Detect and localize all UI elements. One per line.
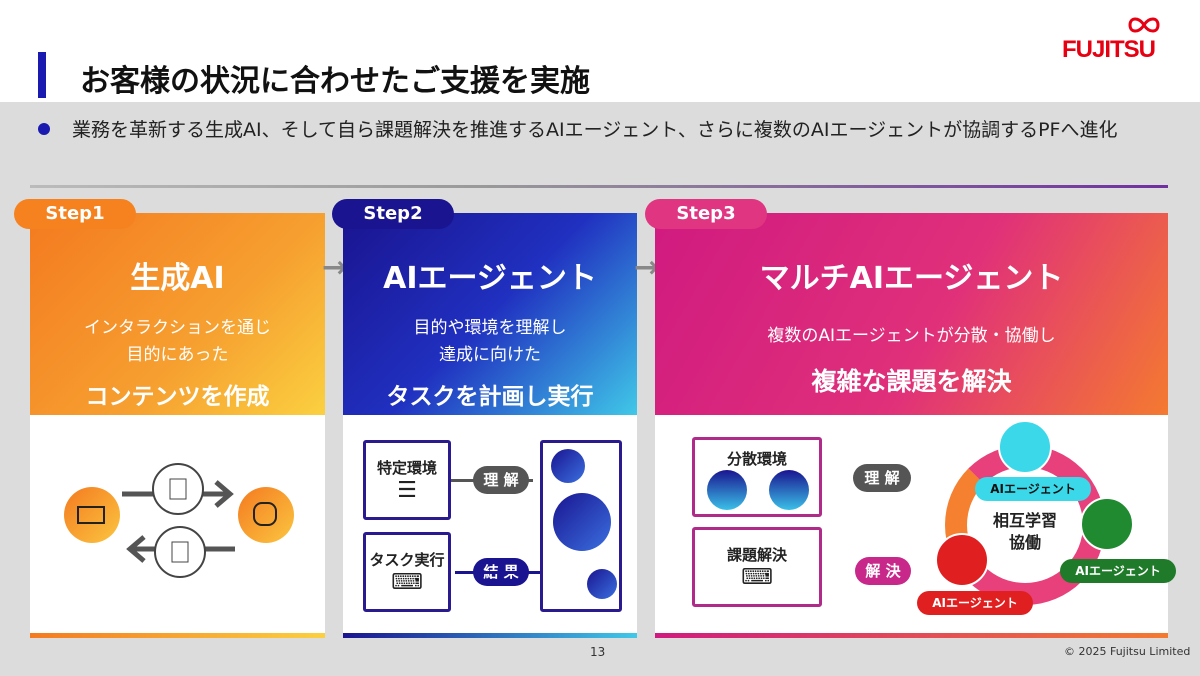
problem-solving-box: 課題解決⌨ bbox=[692, 527, 822, 607]
chevron-right-icon: → bbox=[634, 250, 660, 285]
ai-agent-icon bbox=[1080, 497, 1134, 551]
step2-panel: AIエージェント 目的や環境を理解し達成に向けた タスクを計画し実行 bbox=[343, 213, 637, 415]
ai-agent-badge-red: AIエージェント bbox=[917, 591, 1033, 615]
user-at-desk-icon: ⌨ bbox=[391, 570, 423, 595]
ai-agent-box bbox=[540, 440, 622, 612]
copyright: © 2025 Fujitsu Limited bbox=[1064, 645, 1191, 658]
step3-sub1: 複数のAIエージェントが分散・協働し bbox=[767, 326, 1056, 346]
step1-diagram bbox=[30, 415, 325, 633]
ai-agent-badge-green: AIエージェント bbox=[1060, 559, 1176, 583]
task-exec-box: タスク実行⌨ bbox=[363, 532, 451, 612]
cloud-icon bbox=[769, 470, 809, 510]
mutual-learning-label: 相互学習 bbox=[992, 511, 1057, 530]
step1-desc: インタラクションを通じ目的にあった bbox=[30, 315, 325, 369]
ai-agent-icon bbox=[935, 533, 989, 587]
divider bbox=[30, 185, 1168, 188]
understand-pill: 理 解 bbox=[473, 466, 529, 494]
step2-sub1: 目的や環境を理解し bbox=[413, 318, 567, 338]
distributed-env-box: 分散環境 bbox=[692, 437, 822, 517]
server-icon bbox=[707, 470, 747, 510]
page-title: お客様の状況に合わせたご支援を実施 bbox=[80, 64, 590, 99]
connector bbox=[455, 571, 540, 574]
title-accent-bar bbox=[38, 52, 46, 98]
step1-panel: 生成AI インタラクションを通じ目的にあった コンテンツを作成 bbox=[30, 213, 325, 415]
task-exec-label: タスク実行 bbox=[369, 551, 445, 569]
server-icon: ☰ bbox=[397, 478, 417, 503]
step1-title: 生成AI bbox=[130, 261, 225, 296]
ai-head-icon bbox=[553, 493, 611, 551]
step2-diagram: 特定環境☰ タスク実行⌨ 理 解 結 果 bbox=[343, 415, 637, 633]
step3-bottom-bar bbox=[655, 633, 1168, 638]
step1-highlight: コンテンツを作成 bbox=[85, 384, 270, 410]
specific-env-box: 特定環境☰ bbox=[363, 440, 451, 520]
step2-sub2: 達成に向けた bbox=[439, 345, 541, 365]
step1-bottom-bar bbox=[30, 633, 325, 638]
step3-diagram: 分散環境 課題解決⌨ 理 解 解 決 相互学習協働 AIエージェント AIエージ… bbox=[655, 415, 1176, 633]
step2-title: AIエージェント bbox=[383, 261, 597, 296]
bullet-text: 業務を革新する生成AI、そして自ら課題解決を推進するAIエージェント、さらに複数… bbox=[72, 119, 1118, 141]
step1-tab: Step1 bbox=[14, 199, 136, 229]
step2-bottom-bar bbox=[343, 633, 637, 638]
page-number: 13 bbox=[590, 645, 606, 659]
step2-desc: 目的や環境を理解し達成に向けた bbox=[343, 315, 637, 369]
specific-env-label: 特定環境 bbox=[376, 459, 437, 477]
bullet-dot bbox=[38, 123, 50, 135]
chart-icon bbox=[551, 449, 585, 483]
content-cycle-diagram bbox=[64, 463, 294, 578]
ai-brain-gear-icon bbox=[238, 487, 294, 543]
chevron-right-icon: → bbox=[322, 250, 348, 285]
step3-highlight: 複雑な課題を解決 bbox=[811, 367, 1012, 396]
problem-solving-label: 課題解決 bbox=[726, 546, 787, 564]
step3-title: マルチAIエージェント bbox=[759, 261, 1064, 296]
user-at-desk-icon: ⌨ bbox=[741, 565, 773, 590]
step2-highlight: タスクを計画し実行 bbox=[386, 384, 594, 410]
step3-tab: Step3 bbox=[645, 199, 767, 229]
documents-icon bbox=[152, 463, 204, 515]
fujitsu-logo: FUJITSU bbox=[1062, 14, 1170, 64]
user-icon bbox=[64, 487, 120, 543]
distributed-env-label: 分散環境 bbox=[726, 450, 787, 468]
infinity-mark-icon bbox=[1128, 17, 1160, 33]
step3-panel: マルチAIエージェント 複数のAIエージェントが分散・協働し 複雑な課題を解決 bbox=[655, 213, 1168, 415]
header-area bbox=[0, 0, 1200, 102]
step2-tab: Step2 bbox=[332, 199, 454, 229]
step1-sub2: 目的にあった bbox=[126, 345, 229, 365]
cooperation-label: 協働 bbox=[1008, 533, 1041, 552]
ai-agent-icon bbox=[998, 420, 1052, 474]
solve-pill: 解 決 bbox=[855, 557, 911, 585]
collaboration-label: 相互学習協働 bbox=[975, 510, 1075, 554]
chat-icon bbox=[587, 569, 617, 599]
step1-sub1: インタラクションを通じ bbox=[84, 318, 271, 338]
generated-document-icon bbox=[154, 526, 206, 578]
understand-pill: 理 解 bbox=[853, 464, 911, 492]
ai-agent-badge-cyan: AIエージェント bbox=[975, 477, 1091, 501]
